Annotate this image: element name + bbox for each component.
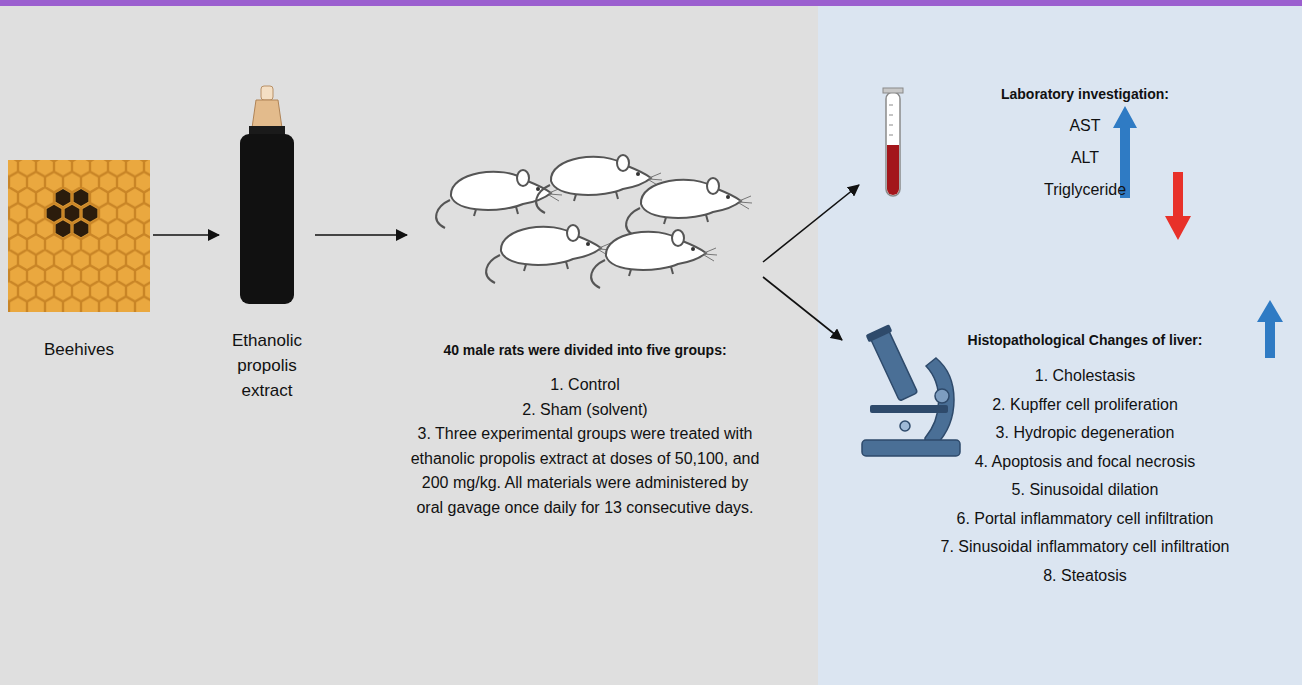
flow-arrow bbox=[153, 234, 219, 236]
label-text: 7. Sinusoidal inflammatory cell infiltra… bbox=[885, 533, 1285, 562]
label-text: Ethanolic propolis extract bbox=[222, 328, 312, 403]
dropper-bottle bbox=[240, 86, 294, 304]
label-text: 3. Three experimental groups were treate… bbox=[410, 422, 760, 520]
flow-arrow bbox=[763, 277, 842, 340]
decrease-arrow bbox=[1165, 172, 1191, 240]
label-text: 2. Sham (solvent) bbox=[410, 398, 760, 423]
heading-text: Laboratory investigation: bbox=[975, 78, 1195, 110]
label-text: 6. Portal inflammatory cell infiltration bbox=[885, 505, 1285, 534]
histology-node: Histopathological Changes of liver: 1. Ch… bbox=[845, 300, 1285, 594]
top-bar bbox=[0, 0, 1302, 6]
heading-text: Histopathological Changes of liver: bbox=[885, 328, 1285, 352]
microscope bbox=[862, 324, 960, 456]
right-panel bbox=[818, 0, 1302, 685]
label-text: ALT bbox=[975, 142, 1195, 174]
animal-groups-node: 40 male rats were divided into five grou… bbox=[410, 140, 760, 524]
lab-results-node: Laboratory investigation:ASTALTTriglycer… bbox=[862, 78, 1280, 210]
extract-node: Ethanolic propolis extract bbox=[222, 88, 312, 407]
label-text: Beehives bbox=[8, 338, 150, 362]
label-text: 2. Kupffer cell proliferation bbox=[885, 391, 1285, 420]
flow-arrow bbox=[763, 185, 859, 262]
label-text: 8. Steatosis bbox=[885, 562, 1285, 591]
label-text: 4. Apoptosis and focal necrosis bbox=[885, 448, 1285, 477]
increase-arrow bbox=[1257, 300, 1283, 358]
label-text: 3. Hydropic degeneration bbox=[885, 419, 1285, 448]
heading-text: 40 male rats were divided into five grou… bbox=[410, 338, 760, 362]
label-text: Triglyceride bbox=[975, 174, 1195, 206]
honeycomb-picture bbox=[8, 160, 150, 312]
test-tube bbox=[140, 0, 903, 196]
left-panel bbox=[0, 0, 818, 685]
rats-picture bbox=[436, 155, 752, 288]
label-text: AST bbox=[975, 110, 1195, 142]
label-text: 1. Cholestasis bbox=[885, 362, 1285, 391]
label-text: 1. Control bbox=[410, 373, 760, 398]
flow-arrow bbox=[315, 234, 407, 236]
label-text: 5. Sinusoidal dilation bbox=[885, 476, 1285, 505]
source-node: Beehives bbox=[8, 160, 150, 366]
